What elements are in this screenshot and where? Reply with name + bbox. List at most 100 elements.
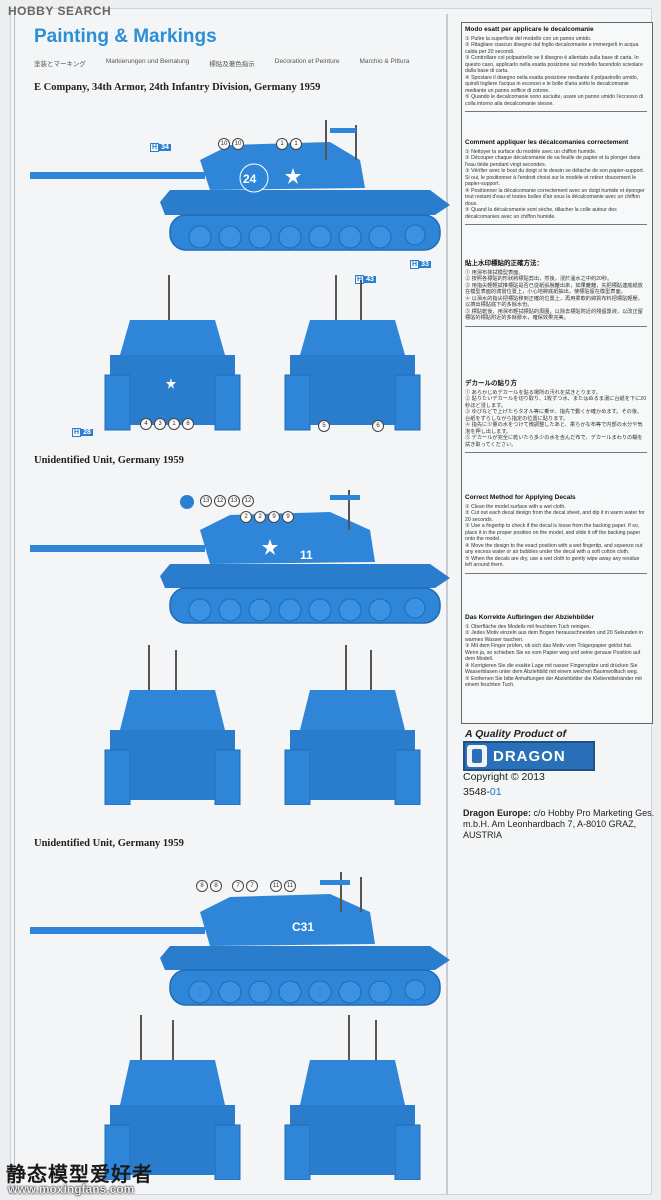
instr-line: ① Oberfläche des Modells mit feuchtem Tu…: [465, 623, 591, 630]
callout: 1: [168, 418, 180, 430]
instr-line: ① Nettoyer la surface du modèle avec un …: [465, 148, 597, 155]
instr-heading: Das Korrekte Aufbringen der Abziehbilder: [465, 614, 595, 621]
tank-rear-2: [284, 645, 421, 805]
tank-front-3: [104, 1015, 241, 1180]
code-h: H: [72, 428, 82, 437]
copyright: Copyright © 2013: [463, 771, 545, 783]
instr-line: ② Cut out each decal design from the dec…: [465, 510, 645, 523]
turret-number-3: C31: [292, 920, 315, 934]
section-title-1: E Company, 34th Armor, 24th Infantry Div…: [34, 82, 321, 93]
instr-line: ④ 以濕水的指尖把標貼移到正確的位置上，再用柔軟的綿質布料把標貼輕壓，以擠出標貼…: [465, 295, 643, 309]
callout: 2: [240, 511, 252, 523]
hull: [160, 190, 450, 215]
callout: 12: [242, 495, 254, 507]
gun-barrel: [30, 172, 205, 179]
code-h: H: [410, 260, 420, 269]
turret-number-2: 11: [300, 548, 313, 562]
instr-line: ① 用濕布抹拭模型表面。: [465, 269, 524, 276]
instr-ja: デカールの貼り方 ① あらかじめデカールを貼る場所の汚れを拭きとります。 ② 貼…: [465, 380, 647, 453]
instr-heading: Modo esatt per applicare le decalcomanie: [465, 26, 594, 33]
instr-line: ⑤ デカールが完全に乾いたら多少の水を含んだ布で、デカールまわりの糊を拭き取って…: [465, 435, 643, 448]
tank-side-1: [30, 120, 450, 251]
instr-heading: デカールの貼り方: [465, 380, 517, 387]
instr-line: ⑤ Quand la décalcomanie sont sèche, dila…: [465, 207, 617, 220]
product-code-main: 3548-: [463, 786, 490, 798]
callout: 6: [372, 420, 384, 432]
instr-heading: Comment appliquer les décalcomanies corr…: [465, 139, 629, 146]
code-n: 43: [364, 276, 376, 283]
europe-address: Dragon Europe: c/o Hobby Pro Marketing G…: [463, 808, 658, 841]
callout: 11: [270, 880, 282, 892]
callout: 1: [290, 138, 302, 150]
instr-fr: Comment appliquer les décalcomanies corr…: [465, 139, 647, 225]
callout: 13: [200, 495, 212, 507]
instr-line: ① あらかじめデカールを貼る場所の汚れを拭きとります。: [465, 389, 601, 396]
code-n: 34: [159, 144, 171, 151]
europe-label: Dragon Europe:: [463, 808, 532, 818]
code-n: 28: [81, 429, 93, 436]
decal-instructions-panel: Modo esatt per applicare le decalcomanie…: [461, 22, 653, 724]
section-title-2: Unidentified Unit, Germany 1959: [34, 455, 184, 466]
dragon-logo: DRAGON: [463, 741, 595, 771]
instr-heading: 貼上水印標貼的正確方法：: [465, 260, 543, 267]
instr-line: ③ Controllare col polpastrello se il dis…: [465, 55, 643, 74]
callout: 1: [276, 138, 288, 150]
callout: 11: [284, 880, 296, 892]
callout: 4: [140, 418, 152, 430]
lang-de: Markierungen und Bemalung: [105, 58, 190, 65]
instr-it: Modo esatt per applicare le decalcomanie…: [465, 26, 647, 112]
section-title-3: Unidentified Unit, Germany 1959: [34, 838, 184, 849]
tank-rear-1: [284, 275, 421, 431]
product-code-suffix: 01: [489, 786, 502, 798]
watermark-text: 静态模型爱好者: [6, 1164, 153, 1186]
instr-line: ⑤ When the decals are dry, use a wet clo…: [465, 555, 640, 569]
callout: 8: [210, 880, 222, 892]
callout: 10: [218, 138, 230, 150]
callout: 10: [232, 138, 244, 150]
instr-line: ② Jedes Motiv einzeln aus dem Bogen hera…: [465, 630, 643, 643]
instr-line: ⑤ 標貼乾後，用濕布輕拭標貼的周圍，以除去標貼附近的殘留漿液，以改正留標貼的標貼…: [465, 308, 643, 322]
callout: 2: [254, 511, 266, 523]
callout: 9: [282, 511, 294, 523]
instr-en: Correct Method for Applying Decals ① Cle…: [465, 494, 647, 574]
callout: 12: [214, 495, 226, 507]
callout: 7: [232, 880, 244, 892]
code-n: 33: [419, 261, 431, 268]
left-border: [14, 14, 15, 1194]
callout: 9: [268, 511, 280, 523]
tank-side-2: [30, 490, 450, 624]
instr-heading: Correct Method for Applying Decals: [465, 494, 576, 501]
instr-zh: 貼上水印標貼的正確方法： ① 用濕布抹拭模型表面。 ② 按照各標貼的形狀將標貼剪…: [465, 260, 647, 327]
instr-line: ② 按照各標貼的形狀將標貼剪出，然後，浸於溫水之中約20秒。: [465, 276, 613, 282]
instr-line: ③ Use a fingertip to check if the decal …: [465, 523, 641, 542]
page-title: Painting & Markings: [34, 26, 217, 47]
lang-it: Marchio & Pittura: [359, 58, 410, 65]
brand-search: SEARCH: [57, 4, 112, 18]
instr-line: ① Clean the model surface with a wet clo…: [465, 503, 566, 510]
instr-line: ④ Move the design to the exact position …: [465, 542, 643, 556]
instr-line: ② Découper chaque décalcomanie de sa feu…: [465, 155, 641, 168]
callout: 5: [318, 420, 330, 432]
instr-line: ③ ゆびなどで上げたらタオル等に乗せ、指先で動くか確かめます。その後、台紙をずら…: [465, 409, 643, 422]
code-h: H: [355, 275, 365, 284]
lang-fr: Decoration et Peinture: [274, 58, 340, 65]
callout: 6: [182, 418, 194, 430]
watermark-url[interactable]: www.moxingfans.com: [8, 1182, 135, 1196]
instr-line: ③ Vérifier avec le bout du doigt si le d…: [465, 168, 645, 187]
instr-line: ④ 指先に少量の水をつけて微調整したあと、柔らかな布等で内部の水分や気泡を押し出…: [465, 422, 643, 435]
dragon-shield-icon: [467, 745, 487, 767]
flag-icon: [180, 495, 194, 509]
site-logo[interactable]: HOBBY SEARCH: [8, 4, 111, 18]
tank-side-3: [30, 872, 450, 1006]
instr-line: ② Ritagliare ciascun disegno dal foglio …: [465, 42, 639, 55]
